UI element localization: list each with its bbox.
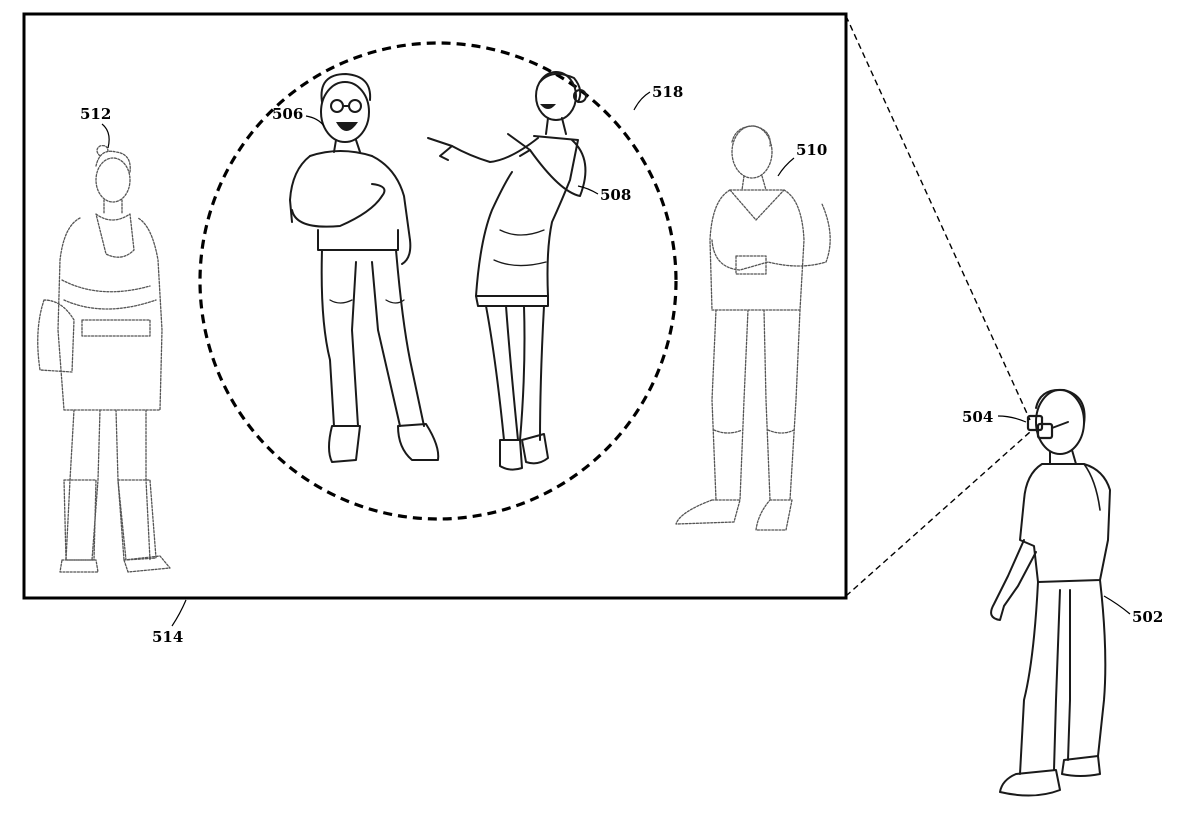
person-standing-512 (37, 144, 171, 573)
label-510: 510 (796, 141, 827, 159)
user-502 (990, 388, 1111, 797)
label-518: 518 (652, 83, 683, 101)
label-502: 502 (1132, 608, 1163, 626)
label-514: 514 (152, 628, 183, 646)
person-laughing-506 (289, 73, 440, 463)
label-506: 506 (272, 105, 303, 123)
label-512: 512 (80, 105, 111, 123)
projection-line-bottom (845, 431, 1031, 597)
projection-line-top (845, 15, 1031, 421)
eyewear-504 (1026, 414, 1069, 440)
person-pointing-508 (427, 71, 587, 471)
label-504: 504 (962, 408, 993, 426)
focus-region-circle (198, 41, 678, 521)
person-on-phone-510 (675, 125, 831, 531)
display-view-frame (22, 12, 848, 600)
label-508: 508 (600, 186, 631, 204)
